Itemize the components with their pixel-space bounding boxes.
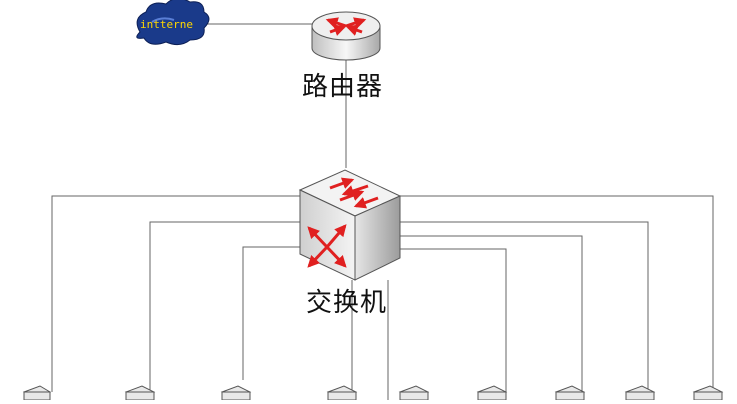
switch-icon bbox=[298, 169, 402, 281]
link-terminal-8 bbox=[398, 221, 649, 392]
link-terminal-7 bbox=[398, 235, 583, 400]
terminal-icon bbox=[220, 385, 252, 401]
internet-label: intterne bbox=[140, 18, 193, 31]
link-terminal-2 bbox=[149, 221, 300, 392]
connection-lines bbox=[51, 23, 714, 400]
terminal-icon bbox=[398, 385, 430, 401]
link-terminal-9 bbox=[398, 195, 714, 392]
internet-cloud-icon bbox=[136, 0, 210, 46]
link-terminal-1 bbox=[51, 195, 300, 392]
terminal-devices bbox=[22, 385, 724, 401]
terminal-icon bbox=[124, 385, 156, 401]
router-label: 路由器 bbox=[302, 72, 384, 102]
terminal-icon bbox=[22, 385, 52, 401]
link-terminal-3 bbox=[242, 246, 300, 380]
terminal-icon bbox=[476, 385, 508, 401]
link-terminal-6 bbox=[398, 248, 507, 392]
router-icon bbox=[311, 11, 381, 61]
terminal-icon bbox=[692, 385, 724, 401]
switch-label: 交换机 bbox=[306, 288, 388, 318]
terminal-icon bbox=[624, 385, 656, 401]
terminal-icon bbox=[554, 385, 586, 401]
